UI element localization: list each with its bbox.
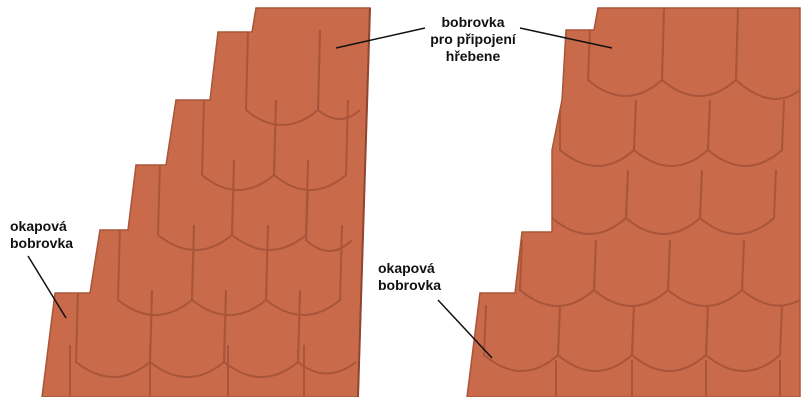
eaves-tile-label-right-line-1: okapová <box>378 260 441 277</box>
ridge-tile-label-line-3: hřebene <box>418 48 528 65</box>
right-roof-section <box>467 8 800 397</box>
eaves-tile-label-left: okapová bobrovka <box>10 218 73 252</box>
ridge-tile-label-line-2: pro připojení <box>418 31 528 48</box>
eaves-leader-left <box>28 256 66 318</box>
ridge-tile-label: bobrovka pro připojení hřebene <box>418 14 528 65</box>
left-roof-section <box>42 8 370 397</box>
left-roof-body <box>42 8 370 397</box>
eaves-tile-label-left-line-1: okapová <box>10 218 73 235</box>
eaves-tile-label-left-line-2: bobrovka <box>10 235 73 252</box>
eaves-tile-label-right: okapová bobrovka <box>378 260 441 294</box>
ridge-tile-label-line-1: bobrovka <box>418 14 528 31</box>
eaves-tile-label-right-line-2: bobrovka <box>378 277 441 294</box>
